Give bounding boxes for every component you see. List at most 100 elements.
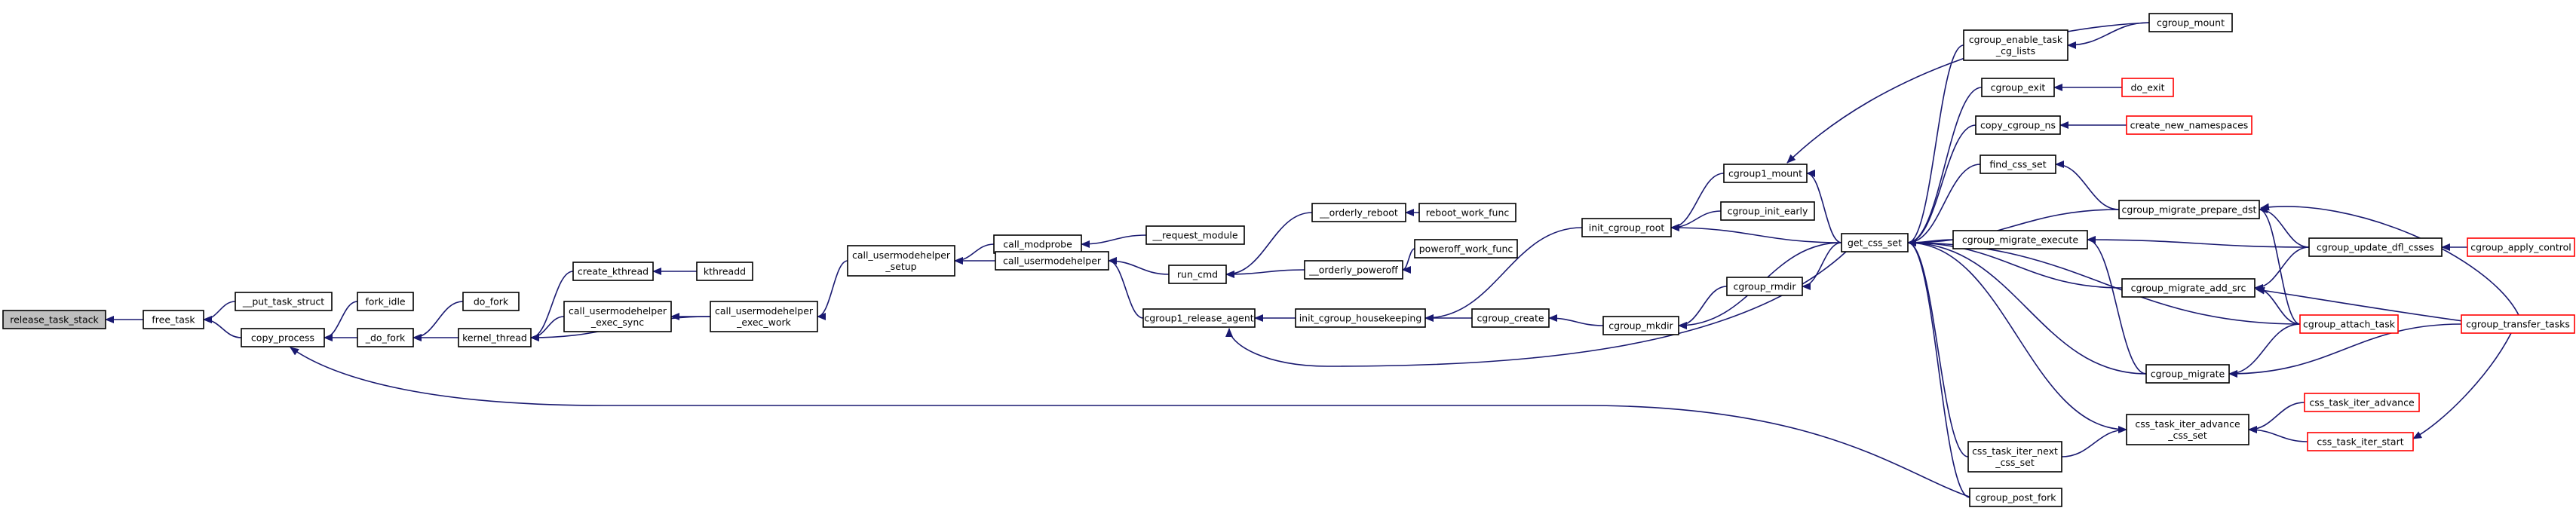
edge-cgroup_update_dfl_csses-to-cgroup_migrate_add_src [2254,246,2310,292]
edge-find_css_set-to-get_css_set [1907,164,1981,246]
node-box [1723,164,1808,183]
node-label: cgroup_attach_task [2303,319,2396,330]
node-box [2145,364,2230,384]
node-label: call_usermodehelper [852,249,951,261]
edge-get_css_set-to-init_cgroup_root [1670,224,1842,243]
node-cgroup_mkdir[interactable]: cgroup_mkdir [1602,316,1679,335]
node-label: cgroup_mkdir [1608,320,1673,332]
node-cgroup_migrate[interactable]: cgroup_migrate [2145,364,2230,384]
edge-cgroup_attach_task-to-cgroup_migrate [2228,323,2301,378]
node-label: __put_task_struct [242,296,324,307]
node-__orderly_reboot[interactable]: __orderly_reboot [1311,203,1406,222]
node-__put_task_struct[interactable]: __put_task_struct [235,292,333,311]
node-box [1720,201,1815,221]
node-init_cgroup_root[interactable]: init_cgroup_root [1581,218,1672,237]
node-label: _setup [885,261,916,272]
node-box [2126,115,2252,135]
edge-cgroup1_mount-to-init_cgroup_root [1670,173,1725,231]
edge-cgroup_update_dfl_csses-to-cgroup_migrate_prepare_dst [2259,206,2310,248]
edge-cgroup_transfer_tasks-to-cgroup_migrate_prepare_dst [2260,203,2519,316]
node-box [1841,233,1909,252]
node-label: cgroup_update_dfl_csses [2317,242,2434,253]
edge-copy_process-to-free_task [203,316,242,338]
edge-css_task_iter_advance_css_set-to-get_css_set [1907,239,2127,430]
node-poweroff_work_func[interactable]: poweroff_work_func [1414,239,1518,259]
node-box [993,234,1082,254]
node-label: cgroup_post_fork [1975,492,2056,503]
node-create_new_namespaces[interactable]: create_new_namespaces [2126,115,2252,135]
node-copy_cgroup_ns[interactable]: copy_cgroup_ns [1975,115,2061,135]
node-kthreadd[interactable]: kthreadd [696,262,753,281]
edge-css_task_iter_start-to-css_task_iter_advance_css_set [2248,426,2308,442]
node-call_modprobe[interactable]: call_modprobe [993,234,1082,254]
node-box [1981,78,2055,97]
node-free_task[interactable]: free_task [143,310,204,329]
node-run_cmd[interactable]: run_cmd [1168,265,1227,284]
node-_do_fork[interactable]: _do_fork [357,328,414,347]
edge-cgroup_rmdir-to-cgroup_mkdir [1678,286,1728,329]
node-create_kthread[interactable]: create_kthread [572,262,654,281]
node-label: release_task_stack [10,314,99,326]
node-init_cgroup_housekeeping[interactable]: init_cgroup_housekeeping [1295,308,1426,328]
node-label: cgroup_rmdir [1733,281,1796,292]
node-box [2307,432,2414,451]
node-css_task_iter_advance_css_set[interactable]: css_task_iter_advance_css_set [2126,414,2249,445]
node-css_task_iter_next_css_set[interactable]: css_task_iter_next_css_set [1967,441,2062,473]
node-box [458,328,532,347]
edges-layer [105,22,2519,498]
node-box [563,301,672,332]
node-call_usermodehelper_exec_sync[interactable]: call_usermodehelper_exec_sync [563,301,672,332]
node-release_task_stack[interactable]: release_task_stack [2,310,106,329]
node-cgroup_attach_task[interactable]: cgroup_attach_task [2299,314,2399,334]
node-call_usermodehelper_exec_work[interactable]: call_usermodehelper_exec_work [710,301,818,332]
node-box [2121,78,2174,97]
node-cgroup_init_early[interactable]: cgroup_init_early [1720,201,1815,221]
node-cgroup1_mount[interactable]: cgroup1_mount [1723,164,1808,183]
node-copy_process[interactable]: copy_process [241,328,325,347]
node-cgroup_transfer_tasks[interactable]: cgroup_transfer_tasks [2461,314,2575,334]
edge-get_css_set-to-cgroup_rmdir [1802,242,1842,290]
node-label: fork_idle [365,296,406,307]
node-label: cgroup_migrate [2151,369,2225,380]
node-kernel_thread[interactable]: kernel_thread [458,328,532,347]
edge-cgroup_enable_task_cg_lists-to-get_css_set [1907,44,1964,246]
node-cgroup_enable_task_cg_lists[interactable]: cgroup_enable_task_cg_lists [1963,29,2068,61]
node-cgroup_migrate_execute[interactable]: cgroup_migrate_execute [1952,230,2088,249]
node-cgroup_post_fork[interactable]: cgroup_post_fork [1969,488,2062,507]
node-cgroup_update_dfl_csses[interactable]: cgroup_update_dfl_csses [2308,237,2443,257]
node-cgroup_create[interactable]: cgroup_create [1471,308,1550,328]
node-box [995,251,1109,271]
edge-cgroup_transfer_tasks-to-css_task_iter_start [2412,332,2512,439]
node-__request_module[interactable]: __request_module [1145,225,1245,245]
node-call_usermodehelper[interactable]: call_usermodehelper [995,251,1109,271]
node-cgroup_rmdir[interactable]: cgroup_rmdir [1726,277,1803,296]
node-do_fork[interactable]: do_fork [462,292,520,311]
node-css_task_iter_start[interactable]: css_task_iter_start [2307,432,2414,451]
node-get_css_set[interactable]: get_css_set [1841,233,1909,252]
node-find_css_set[interactable]: find_css_set [1980,155,2056,174]
node-fork_idle[interactable]: fork_idle [357,292,414,311]
node-label: kthreadd [704,266,746,277]
edge-get_css_set-to-cgroup1_release_agent [1225,251,1847,367]
node-cgroup_mount[interactable]: cgroup_mount [2148,13,2233,32]
edge-cgroup_migrate-to-get_css_set [1907,239,2147,375]
node-cgroup_migrate_add_src[interactable]: cgroup_migrate_add_src [2121,278,2256,298]
node-cgroup_exit[interactable]: cgroup_exit [1981,78,2055,97]
node-cgroup_migrate_prepare_dst[interactable]: cgroup_migrate_prepare_dst [2118,200,2260,219]
node-cgroup1_release_agent[interactable]: cgroup1_release_agent [1142,308,1256,328]
node-label: cgroup_exit [1991,82,2046,93]
node-label: css_task_iter_next [1972,445,2058,457]
node-box [2304,393,2420,412]
node-box [2118,200,2260,219]
node-__orderly_poweroff[interactable]: __orderly_poweroff [1304,260,1403,280]
edge-cgroup_transfer_tasks-to-cgroup_migrate [2228,323,2462,378]
node-do_exit[interactable]: do_exit [2121,78,2174,97]
node-reboot_work_func[interactable]: reboot_work_func [1418,203,1516,222]
edge-cgroup_migrate_prepare_dst-to-find_css_set [2055,161,2120,210]
node-label: cgroup1_mount [1728,168,1802,179]
node-call_usermodehelper_setup[interactable]: call_usermodehelper_setup [847,245,955,277]
edge-call_modprobe-to-call_usermodehelper_setup [954,243,995,265]
node-css_task_iter_advance[interactable]: css_task_iter_advance [2304,393,2420,412]
node-cgroup_apply_control[interactable]: cgroup_apply_control [2467,237,2575,257]
node-label: get_css_set [1848,237,1902,249]
